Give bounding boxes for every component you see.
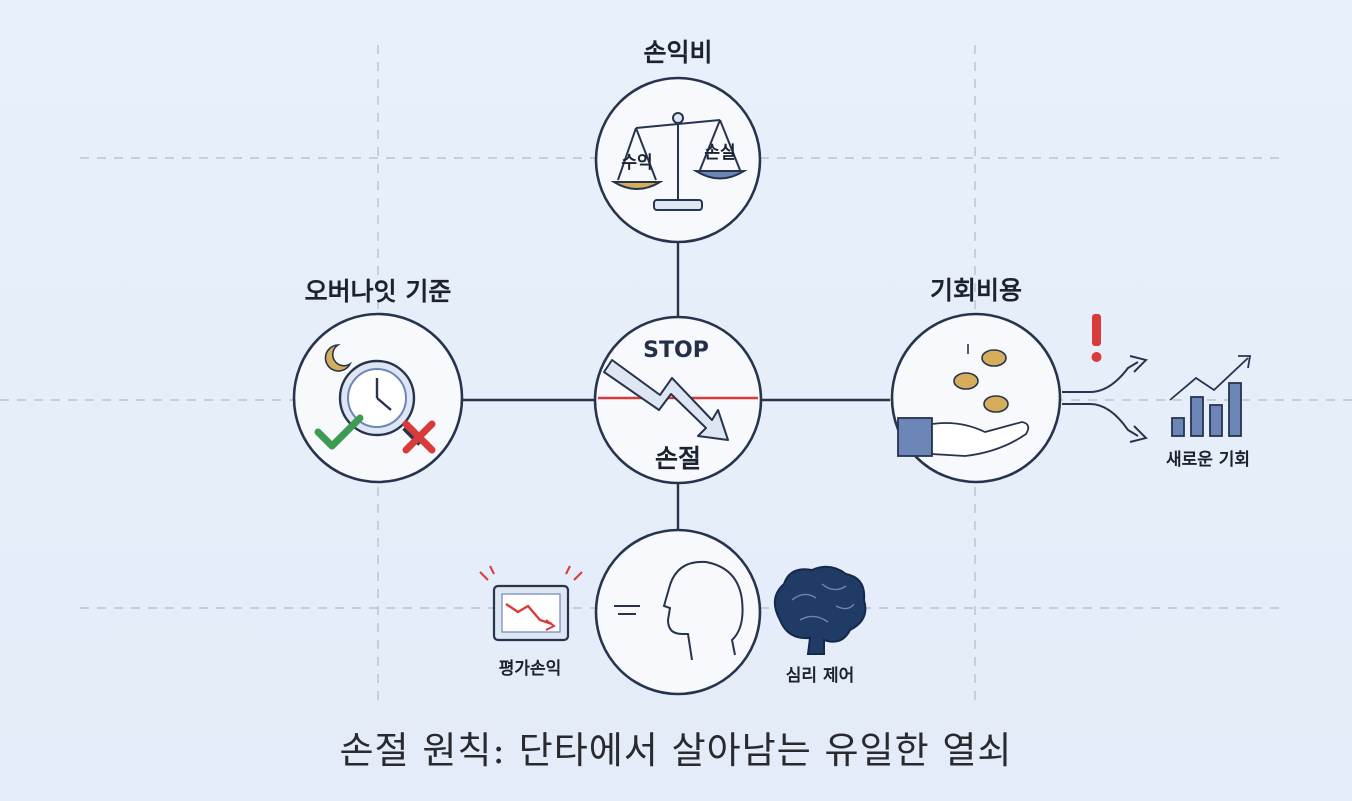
cross-icon bbox=[402, 420, 436, 454]
moon-icon bbox=[324, 344, 353, 372]
stop-label: STOP bbox=[643, 338, 709, 363]
face-profile-icon bbox=[614, 560, 744, 661]
down-arrow-icon bbox=[603, 359, 729, 441]
top-node: 수익 손실 bbox=[594, 76, 762, 244]
opportunity-cost-title: 기회비용 bbox=[930, 276, 1022, 305]
exclamation-icon bbox=[1091, 314, 1102, 362]
mind-control-label: 심리 제어 bbox=[786, 666, 854, 686]
new-opportunity-label: 새로운 기회 bbox=[1166, 450, 1250, 470]
overnight-title: 오버나잇 기준 bbox=[305, 277, 452, 306]
split-arrow-icon bbox=[1062, 355, 1148, 443]
diagram-footer-title: 손절 원칙: 단타에서 살아남는 유일한 열쇠 bbox=[339, 729, 1013, 772]
right-node: 새로운 기회 bbox=[890, 312, 1252, 484]
scale-icon bbox=[610, 112, 748, 211]
bottom-node: 평가손익 심리 제어 bbox=[479, 528, 867, 696]
center-node: STOP 손절 bbox=[593, 315, 763, 485]
brain-icon bbox=[773, 565, 867, 655]
check-icon bbox=[314, 414, 364, 450]
left-node bbox=[292, 312, 464, 484]
loss-pan-label: 손실 bbox=[704, 143, 735, 163]
hand-coins-icon bbox=[897, 344, 1030, 457]
profit-pan-label: 수익 bbox=[621, 153, 652, 173]
risk-reward-title: 손익비 bbox=[643, 38, 712, 67]
connector-lines bbox=[462, 242, 890, 535]
unrealized-pnl-label: 평가손익 bbox=[499, 659, 562, 679]
monitor-loss-icon bbox=[479, 565, 583, 642]
bar-chart-icon bbox=[1169, 355, 1252, 437]
stop-loss-label: 손절 bbox=[655, 444, 701, 473]
